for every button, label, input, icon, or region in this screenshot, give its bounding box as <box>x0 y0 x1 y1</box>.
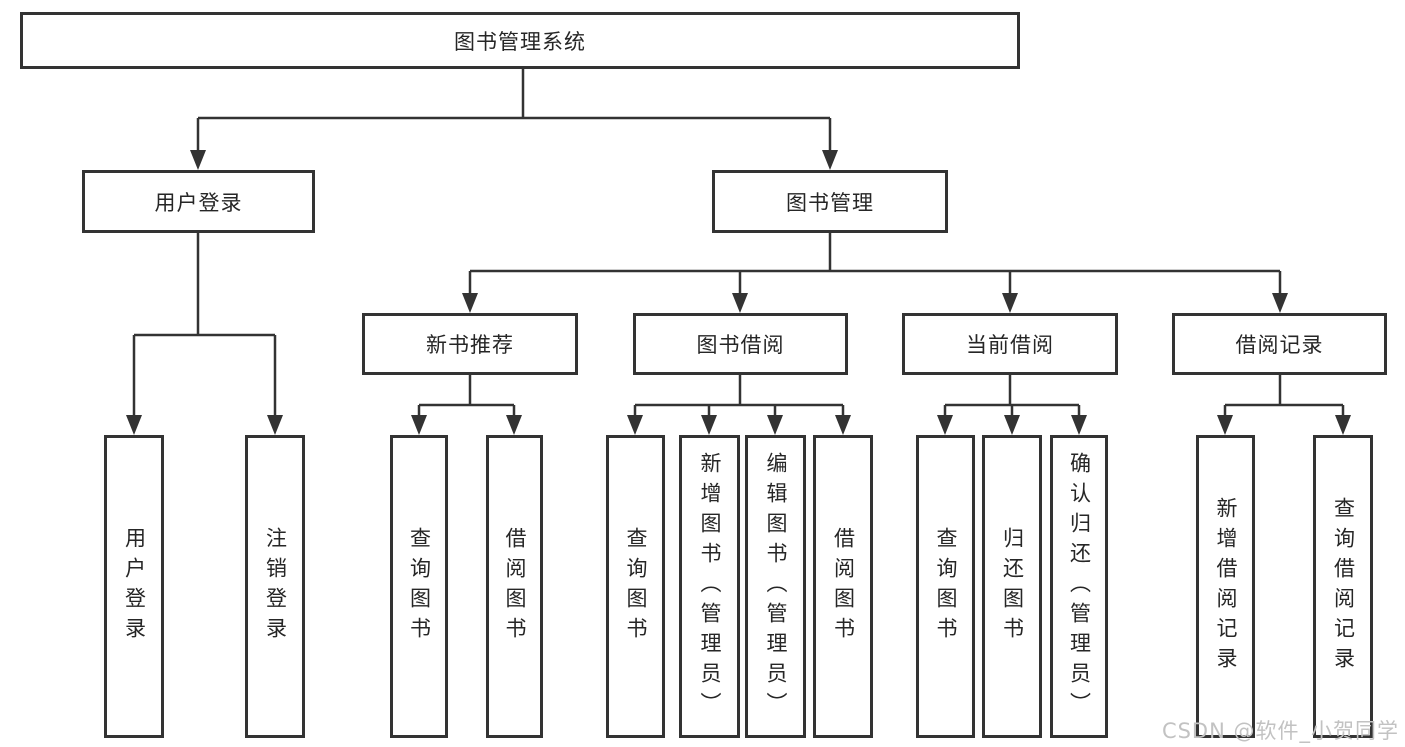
leaf-return-books-label: 归还图书 <box>1000 526 1025 647</box>
node-user-login-label: 用户登录 <box>154 190 243 215</box>
leaf-query-borrow-record-label: 查询借阅记录 <box>1331 496 1356 677</box>
node-user-login: 用户登录 <box>82 170 315 233</box>
node-borrowing-records: 借阅记录 <box>1172 313 1387 375</box>
leaf-borrow-books-borrowing-label: 借阅图书 <box>831 526 856 647</box>
leaf-query-books-borrowing-label: 查询图书 <box>624 526 648 647</box>
leaf-edit-book-admin: 编辑图书（管理员） <box>745 435 806 738</box>
leaf-user-login-label: 用户登录 <box>122 526 147 647</box>
node-new-book-recommendation-label: 新书推荐 <box>426 333 514 357</box>
node-borrowing-records-label: 借阅记录 <box>1235 333 1324 357</box>
leaf-add-book-admin: 新增图书（管理员） <box>679 435 740 738</box>
leaf-logout-label: 注销登录 <box>263 526 288 647</box>
node-book-borrowing: 图书借阅 <box>633 313 848 375</box>
leaf-confirm-return-admin-label: 确认归还（管理员） <box>1067 451 1092 722</box>
node-library-system: 图书管理系统 <box>20 12 1020 69</box>
node-library-system-label: 图书管理系统 <box>454 29 586 54</box>
node-book-management-label: 图书管理 <box>786 190 874 215</box>
leaf-add-borrow-record-label: 新增借阅记录 <box>1214 496 1238 677</box>
leaf-query-books-recommend: 查询图书 <box>390 435 448 738</box>
leaf-borrow-books-recommend: 借阅图书 <box>486 435 543 738</box>
node-current-borrowing: 当前借阅 <box>902 313 1118 375</box>
leaf-logout: 注销登录 <box>245 435 305 738</box>
node-current-borrowing-label: 当前借阅 <box>966 333 1054 357</box>
leaf-borrow-books-borrowing: 借阅图书 <box>813 435 873 738</box>
leaf-query-books-borrowing: 查询图书 <box>606 435 665 738</box>
csdn-watermark: CSDN @软件_小贺同学 <box>1161 719 1399 743</box>
leaf-confirm-return-admin: 确认归还（管理员） <box>1050 435 1108 738</box>
leaf-query-borrow-record: 查询借阅记录 <box>1313 435 1373 738</box>
leaf-query-books-current-label: 查询图书 <box>934 526 958 647</box>
leaf-query-books-recommend-label: 查询图书 <box>407 526 432 647</box>
leaf-add-book-admin-label: 新增图书（管理员） <box>698 451 722 722</box>
node-new-book-recommendation: 新书推荐 <box>362 313 578 375</box>
leaf-add-borrow-record: 新增借阅记录 <box>1196 435 1255 738</box>
leaf-edit-book-admin-label: 编辑图书（管理员） <box>764 451 788 722</box>
leaf-return-books: 归还图书 <box>982 435 1042 738</box>
leaf-query-books-current: 查询图书 <box>916 435 975 738</box>
leaf-user-login: 用户登录 <box>104 435 164 738</box>
node-book-management: 图书管理 <box>712 170 948 233</box>
node-book-borrowing-label: 图书借阅 <box>696 333 785 357</box>
leaf-borrow-books-recommend-label: 借阅图书 <box>503 526 527 647</box>
